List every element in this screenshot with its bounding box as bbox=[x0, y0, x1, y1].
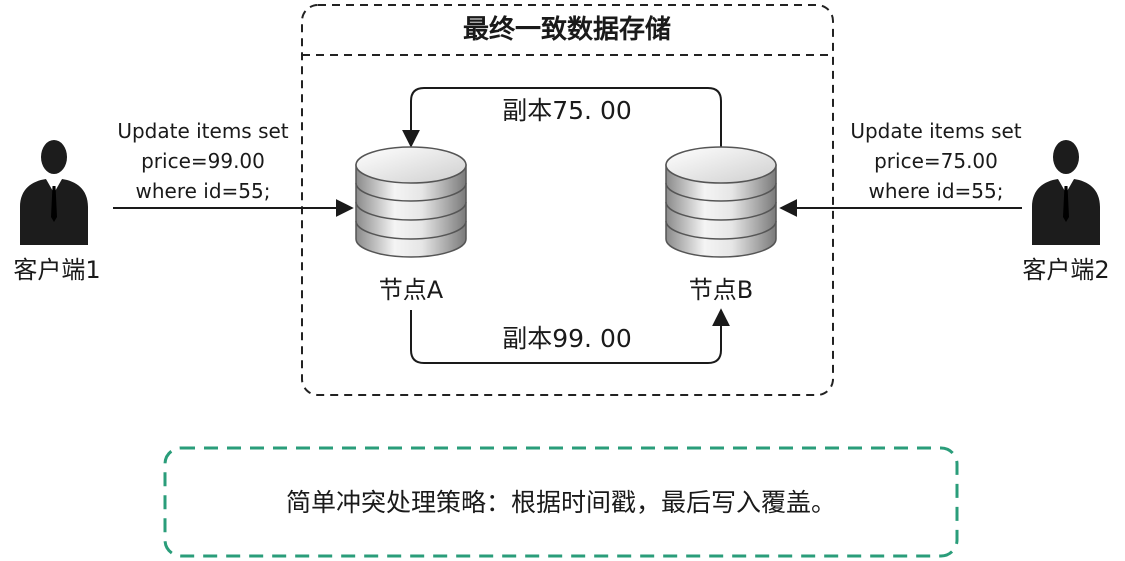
store-title: 最终一致数据存储 bbox=[463, 14, 671, 45]
sql-line: Update items set bbox=[117, 119, 288, 143]
sql-line: Update items set bbox=[850, 119, 1021, 143]
client-2: 客户端2 Update items set price=75.00 where … bbox=[779, 119, 1110, 284]
sql-line: price=75.00 bbox=[874, 149, 998, 173]
node-b-label: 节点B bbox=[689, 276, 753, 304]
database-cylinder-icon bbox=[665, 146, 777, 258]
client-1-label: 客户端1 bbox=[13, 256, 100, 284]
replication-b-to-a: 副本75. 00 bbox=[402, 87, 722, 150]
replication-a-to-b: 副本99. 00 bbox=[410, 308, 730, 364]
client-2-label: 客户端2 bbox=[1022, 256, 1109, 284]
client-2-sql: Update items set price=75.00 where id=55… bbox=[850, 119, 1021, 203]
data-store-container: 最终一致数据存储 bbox=[301, 4, 834, 396]
note-dashed-border bbox=[163, 446, 959, 558]
sql-line: price=99.00 bbox=[141, 149, 265, 173]
businessman-icon bbox=[20, 140, 88, 245]
conflict-note: 简单冲突处理策略：根据时间戳，最后写入覆盖。 bbox=[163, 446, 959, 558]
replica-label-99: 副本99. 00 bbox=[502, 324, 632, 353]
replica-label-75: 副本75. 00 bbox=[502, 96, 632, 125]
node-a-label: 节点A bbox=[379, 276, 444, 304]
replication-arrow-b-to-a bbox=[402, 87, 722, 150]
database-cylinder-icon bbox=[355, 146, 467, 258]
store-dashed-border bbox=[301, 4, 834, 396]
sql-line: where id=55; bbox=[136, 179, 271, 203]
note-text: 简单冲突处理策略：根据时间戳，最后写入覆盖。 bbox=[286, 488, 836, 517]
businessman-icon bbox=[1032, 140, 1100, 245]
client-1-sql: Update items set price=99.00 where id=55… bbox=[117, 119, 288, 203]
replication-arrow-a-to-b bbox=[410, 308, 730, 364]
node-b: 节点B bbox=[665, 146, 777, 304]
client-1: 客户端1 Update items set price=99.00 where … bbox=[13, 119, 354, 284]
sql-line: where id=55; bbox=[869, 179, 1004, 203]
node-a: 节点A bbox=[355, 146, 467, 304]
